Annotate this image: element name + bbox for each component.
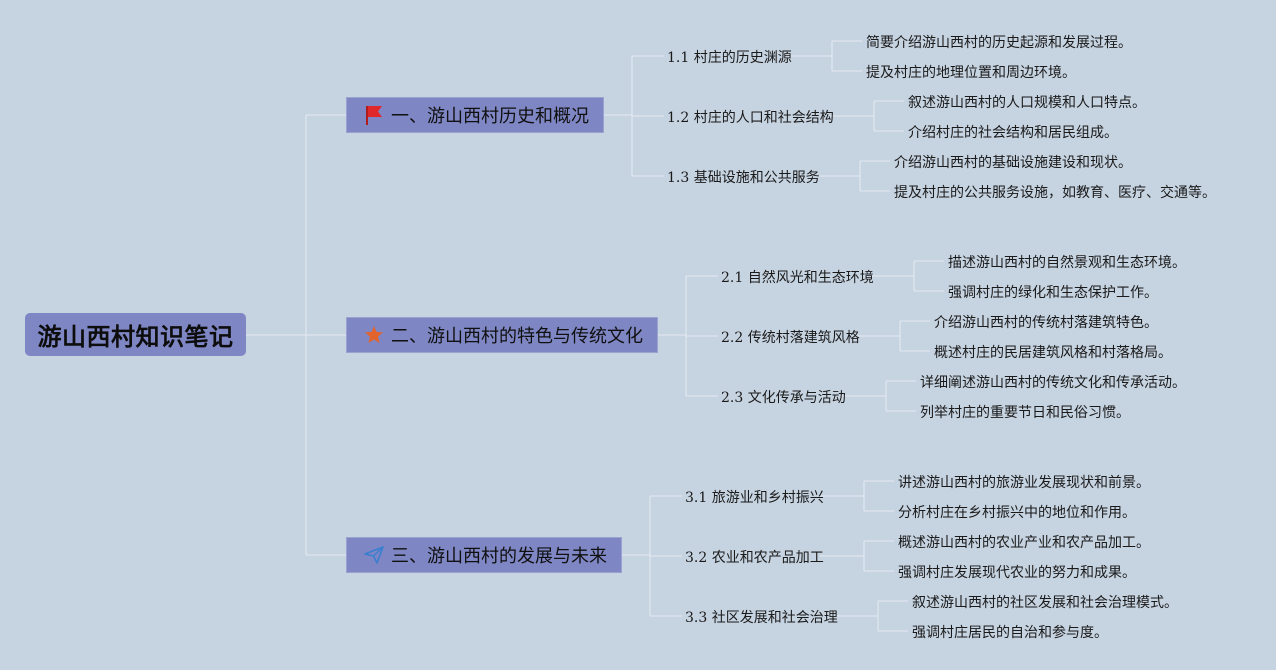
subtopic-3-2[interactable]: 3.2 农业和农产品加工 (685, 550, 824, 566)
leaf-note[interactable]: 概述游山西村的农业产业和农产品加工。 (898, 535, 1150, 551)
leaf-note[interactable]: 详细阐述游山西村的传统文化和传承活动。 (920, 375, 1186, 391)
subtopic-1-3[interactable]: 1.3 基础设施和公共服务 (667, 170, 820, 186)
branch-node-label: 一、游山西村历史和概况 (391, 106, 589, 127)
subtopic-3-1[interactable]: 3.1 旅游业和乡村振兴 (685, 490, 824, 506)
leaf-note[interactable]: 强调村庄发展现代农业的努力和成果。 (898, 565, 1136, 581)
leaf-note[interactable]: 列举村庄的重要节日和民俗习惯。 (920, 405, 1130, 421)
subtopic-3-3[interactable]: 3.3 社区发展和社会治理 (685, 610, 838, 626)
leaf-note[interactable]: 提及村庄的公共服务设施，如教育、医疗、交通等。 (894, 185, 1216, 201)
orange-star-icon (363, 324, 385, 346)
leaf-note[interactable]: 描述游山西村的自然景观和生态环境。 (948, 255, 1186, 271)
branch-node-development[interactable]: 三、游山西村的发展与未来 (346, 537, 622, 573)
root-node-label: 游山西村知识笔记 (37, 323, 234, 351)
leaf-note[interactable]: 叙述游山西村的人口规模和人口特点。 (908, 95, 1146, 111)
subtopic-2-1[interactable]: 2.1 自然风光和生态环境 (721, 270, 874, 286)
branch-node-history[interactable]: 一、游山西村历史和概况 (346, 97, 604, 133)
branch-node-label: 三、游山西村的发展与未来 (391, 546, 607, 567)
branch-node-culture[interactable]: 二、游山西村的特色与传统文化 (346, 317, 658, 353)
leaf-note[interactable]: 强调村庄的绿化和生态保护工作。 (948, 285, 1158, 301)
paper-plane-icon (363, 544, 385, 566)
subtopic-1-1[interactable]: 1.1 村庄的历史渊源 (667, 50, 792, 66)
leaf-note[interactable]: 简要介绍游山西村的历史起源和发展过程。 (866, 35, 1132, 51)
leaf-note[interactable]: 介绍游山西村的基础设施建设和现状。 (894, 155, 1132, 171)
leaf-note[interactable]: 分析村庄在乡村振兴中的地位和作用。 (898, 505, 1136, 521)
leaf-note[interactable]: 提及村庄的地理位置和周边环境。 (866, 65, 1076, 81)
leaf-note[interactable]: 强调村庄居民的自治和参与度。 (912, 625, 1108, 641)
leaf-note[interactable]: 讲述游山西村的旅游业发展现状和前景。 (898, 475, 1150, 491)
leaf-note[interactable]: 叙述游山西村的社区发展和社会治理模式。 (912, 595, 1178, 611)
branch-node-label: 二、游山西村的特色与传统文化 (391, 326, 643, 347)
subtopic-2-3[interactable]: 2.3 文化传承与活动 (721, 390, 846, 406)
leaf-note[interactable]: 介绍村庄的社会结构和居民组成。 (908, 125, 1118, 141)
red-flag-icon (363, 104, 385, 126)
leaf-note[interactable]: 介绍游山西村的传统村落建筑特色。 (934, 315, 1158, 331)
leaf-note[interactable]: 概述村庄的民居建筑风格和村落格局。 (934, 345, 1172, 361)
root-node[interactable]: 游山西村知识笔记 (25, 313, 246, 356)
subtopic-2-2[interactable]: 2.2 传统村落建筑风格 (721, 330, 860, 346)
subtopic-1-2[interactable]: 1.2 村庄的人口和社会结构 (667, 110, 834, 126)
